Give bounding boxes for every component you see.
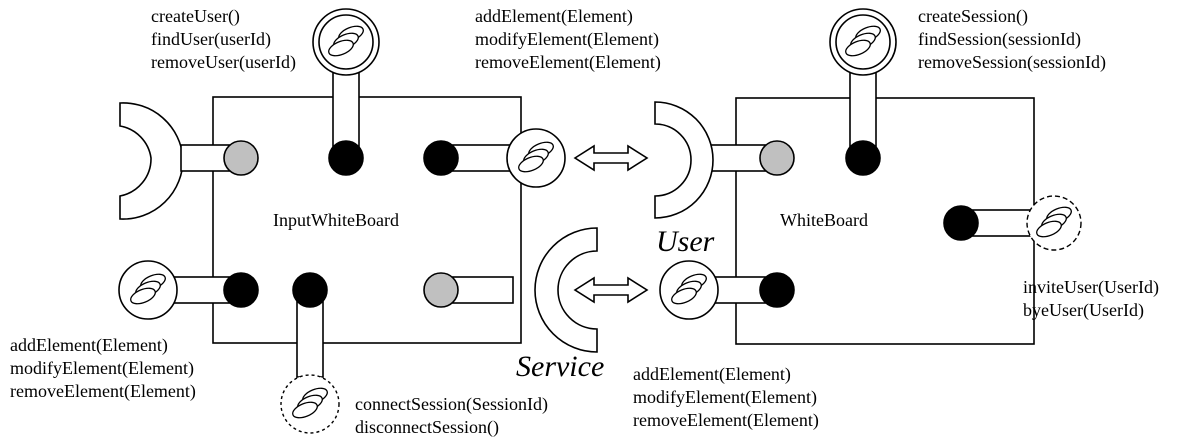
iwb-top-method: removeUser(userId) (151, 52, 296, 73)
user-label: User (656, 225, 715, 258)
wb-left-bottom-provided-port (759, 272, 795, 308)
wb-right-method: inviteUser(UserId) (1023, 277, 1159, 298)
wb-top-method: removeSession(sessionId) (918, 52, 1106, 73)
bottom-double-arrow (573, 276, 649, 304)
iwb-bottom-method: disconnectSession() (355, 417, 499, 437)
top-double-arrow (573, 144, 649, 172)
service-label: Service (516, 350, 604, 383)
iwb-right-bottom-socket (534, 227, 598, 353)
iwb-left-bottom-method: modifyElement(Element) (10, 358, 194, 379)
iwb-right-top-method: removeElement(Element) (475, 52, 661, 73)
wb-left-bottom-method: addElement(Element) (633, 364, 791, 385)
wb-top-provided-port (845, 140, 881, 176)
whiteboard-label: WhiteBoard (780, 210, 868, 230)
iwb-right-bottom-required-port (423, 272, 459, 308)
wb-right-provided-port (943, 205, 979, 241)
iwb-left-bottom-method: addElement(Element) (10, 335, 168, 356)
iwb-left-bottom-method: removeElement(Element) (10, 381, 196, 402)
wb-left-socket (654, 101, 714, 219)
iwb-top-provided-port (328, 140, 364, 176)
iwb-bottom-provided-port (292, 272, 328, 308)
iwb-top-method: findUser(userId) (151, 29, 271, 50)
iwb-top-method: createUser() (151, 6, 240, 27)
wb-top-method: createSession() (918, 6, 1028, 27)
wb-right-method: byeUser(UserId) (1023, 300, 1144, 321)
wb-left-bottom-method: modifyElement(Element) (633, 387, 817, 408)
iwb-right-top-method: addElement(Element) (475, 6, 633, 27)
iwb-left-required-port (223, 140, 259, 176)
iwb-left-socket (120, 103, 200, 225)
wb-left-bottom-method: removeElement(Element) (633, 410, 819, 431)
iwb-right-top-provided-port (423, 140, 459, 176)
wb-top-method: findSession(sessionId) (918, 29, 1081, 50)
iwb-left-bottom-provided-port (223, 272, 259, 308)
input-whiteboard-label: InputWhiteBoard (273, 210, 399, 230)
wb-left-required-port (759, 140, 795, 176)
iwb-left-socket-outline (119, 102, 184, 220)
iwb-right-top-method: modifyElement(Element) (475, 29, 659, 50)
iwb-bottom-method: connectSession(SessionId) (355, 394, 548, 415)
